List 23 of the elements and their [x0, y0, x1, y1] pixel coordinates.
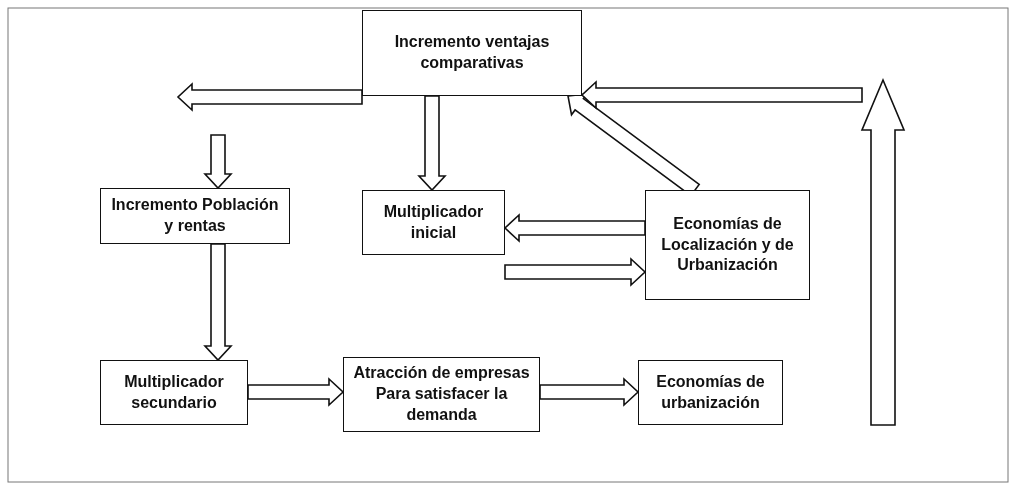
block-arrow [503, 213, 646, 243]
box-label: Economías de urbanización [655, 371, 766, 413]
block-arrow [247, 377, 345, 407]
block-arrow [176, 82, 363, 112]
process-box [645, 190, 810, 300]
box-label: Incremento ventajas comparativas [393, 32, 551, 73]
process-box [343, 357, 540, 432]
process-box [638, 360, 783, 425]
box-label: Multiplicador inicial [382, 201, 485, 243]
box-label: Atracción de empresas Para satisfacer la demanda [352, 363, 531, 425]
block-arrow [417, 95, 447, 192]
block-arrow [504, 257, 647, 287]
process-box [362, 190, 505, 255]
box-label: Multiplicador secundario [123, 371, 225, 413]
process-box [100, 360, 248, 425]
block-arrow [580, 80, 863, 110]
block-arrow [539, 377, 640, 407]
box-label: Incremento Población y rentas [110, 195, 280, 236]
box-label: Economías de Localización y de Urbanización [660, 213, 795, 276]
process-box [362, 10, 582, 96]
block-arrow [203, 134, 233, 190]
process-box [100, 188, 290, 244]
block-arrow [203, 243, 233, 362]
